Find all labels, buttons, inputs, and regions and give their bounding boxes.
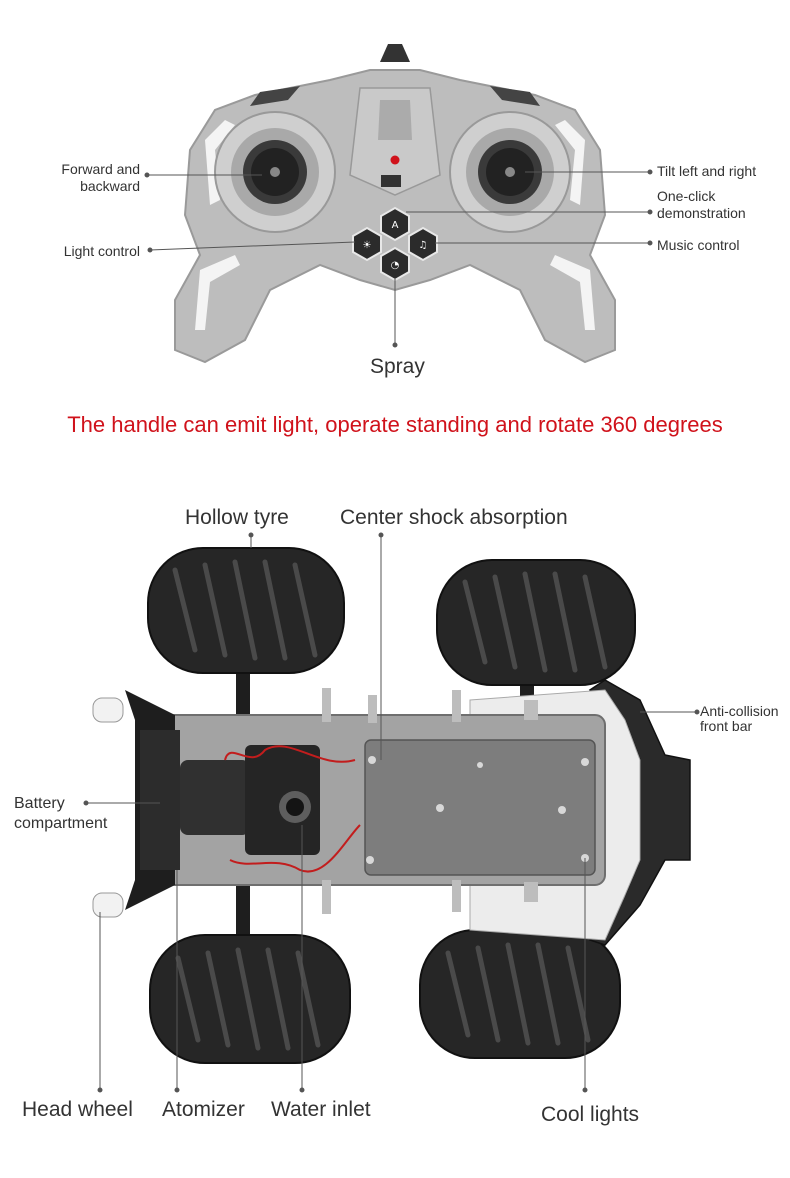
- label-battery: Battery compartment: [14, 795, 108, 832]
- remote-controller: A ☀ ♫ ◔: [174, 44, 616, 364]
- label-head-wheel: Head wheel: [22, 1098, 133, 1121]
- label-music-control: Music control: [657, 237, 740, 253]
- label-light-control: Light control: [63, 243, 140, 259]
- label-hollow-tyre: Hollow tyre: [185, 506, 289, 529]
- label-demo: One-click demonstration: [657, 188, 746, 221]
- label-center-shock: Center shock absorption: [340, 506, 568, 529]
- label-tilt: Tilt left and right: [657, 163, 757, 179]
- label-cool-lights: Cool lights: [541, 1103, 640, 1126]
- svg-text:◔: ◔: [391, 260, 400, 271]
- label-forward-backward: Forward and backward: [61, 161, 140, 194]
- label-atomizer: Atomizer: [162, 1098, 245, 1121]
- label-water-inlet: Water inlet: [271, 1098, 371, 1121]
- label-spray: Spray: [370, 355, 425, 378]
- svg-text:A: A: [392, 220, 399, 231]
- label-anti-collision: Anti-collision front bar: [700, 703, 779, 734]
- tagline: The handle can emit light, operate stand…: [67, 412, 723, 437]
- svg-text:☀: ☀: [363, 240, 372, 251]
- car-underside: [92, 547, 691, 1064]
- svg-text:♫: ♫: [419, 240, 428, 251]
